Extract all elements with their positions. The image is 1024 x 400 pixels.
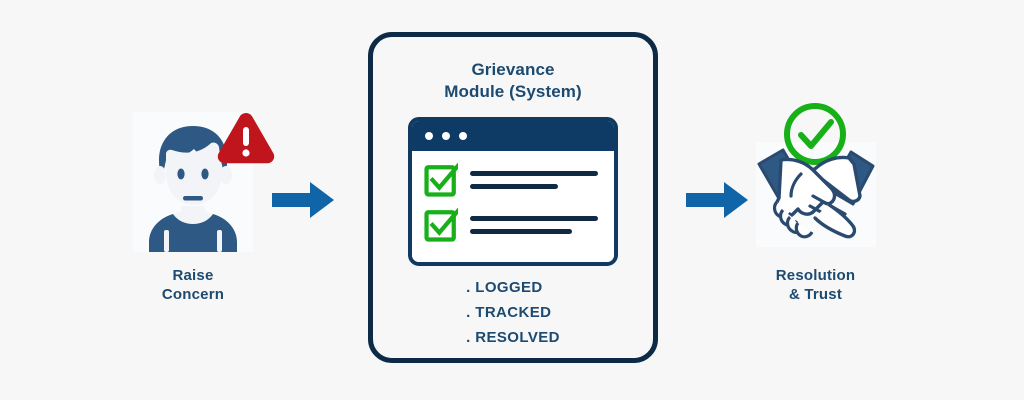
checklist-text-lines [470, 216, 598, 235]
text-line [470, 216, 598, 222]
module-status-list: . LOGGED . TRACKED . RESOLVED [466, 279, 560, 346]
status-item-tracked: . TRACKED [466, 304, 552, 322]
checklist-row [424, 208, 604, 242]
arrow-right-icon-2 [686, 182, 748, 218]
window-dot-3 [459, 132, 467, 141]
person-icon [149, 126, 237, 252]
browser-title-bar [412, 121, 614, 152]
handshake-with-check-graphic [748, 100, 883, 252]
flow-step-raise-concern: Raise Concern [133, 112, 275, 304]
module-title: Grievance Module (System) [444, 60, 582, 102]
window-dot-2 [442, 132, 450, 141]
flow-step-label-resolution-trust: Resolution & Trust [775, 267, 856, 304]
checkbox-checked-icon [424, 208, 458, 242]
flow-step-resolution-trust: Resolution & Trust [748, 100, 883, 304]
person-with-warning-graphic [133, 112, 275, 252]
flow-step-label-raise-concern: Raise Concern [161, 267, 225, 304]
browser-content [412, 151, 614, 263]
status-item-resolved: . RESOLVED [466, 329, 560, 347]
text-line [470, 229, 572, 235]
browser-window-icon [408, 117, 618, 267]
text-line [470, 184, 558, 190]
checklist-text-lines [470, 171, 598, 190]
grievance-module-card: Grievance Module (System) [368, 32, 658, 363]
arrow-right-icon-1 [272, 182, 334, 218]
text-line [470, 171, 598, 177]
handshake-icon [757, 148, 875, 239]
checkbox-checked-icon [424, 163, 458, 197]
status-item-logged: . LOGGED [466, 279, 543, 297]
warning-triangle-icon [217, 113, 275, 164]
window-dot-1 [425, 132, 433, 141]
checklist-row [424, 163, 604, 197]
check-circle-icon [784, 103, 846, 165]
